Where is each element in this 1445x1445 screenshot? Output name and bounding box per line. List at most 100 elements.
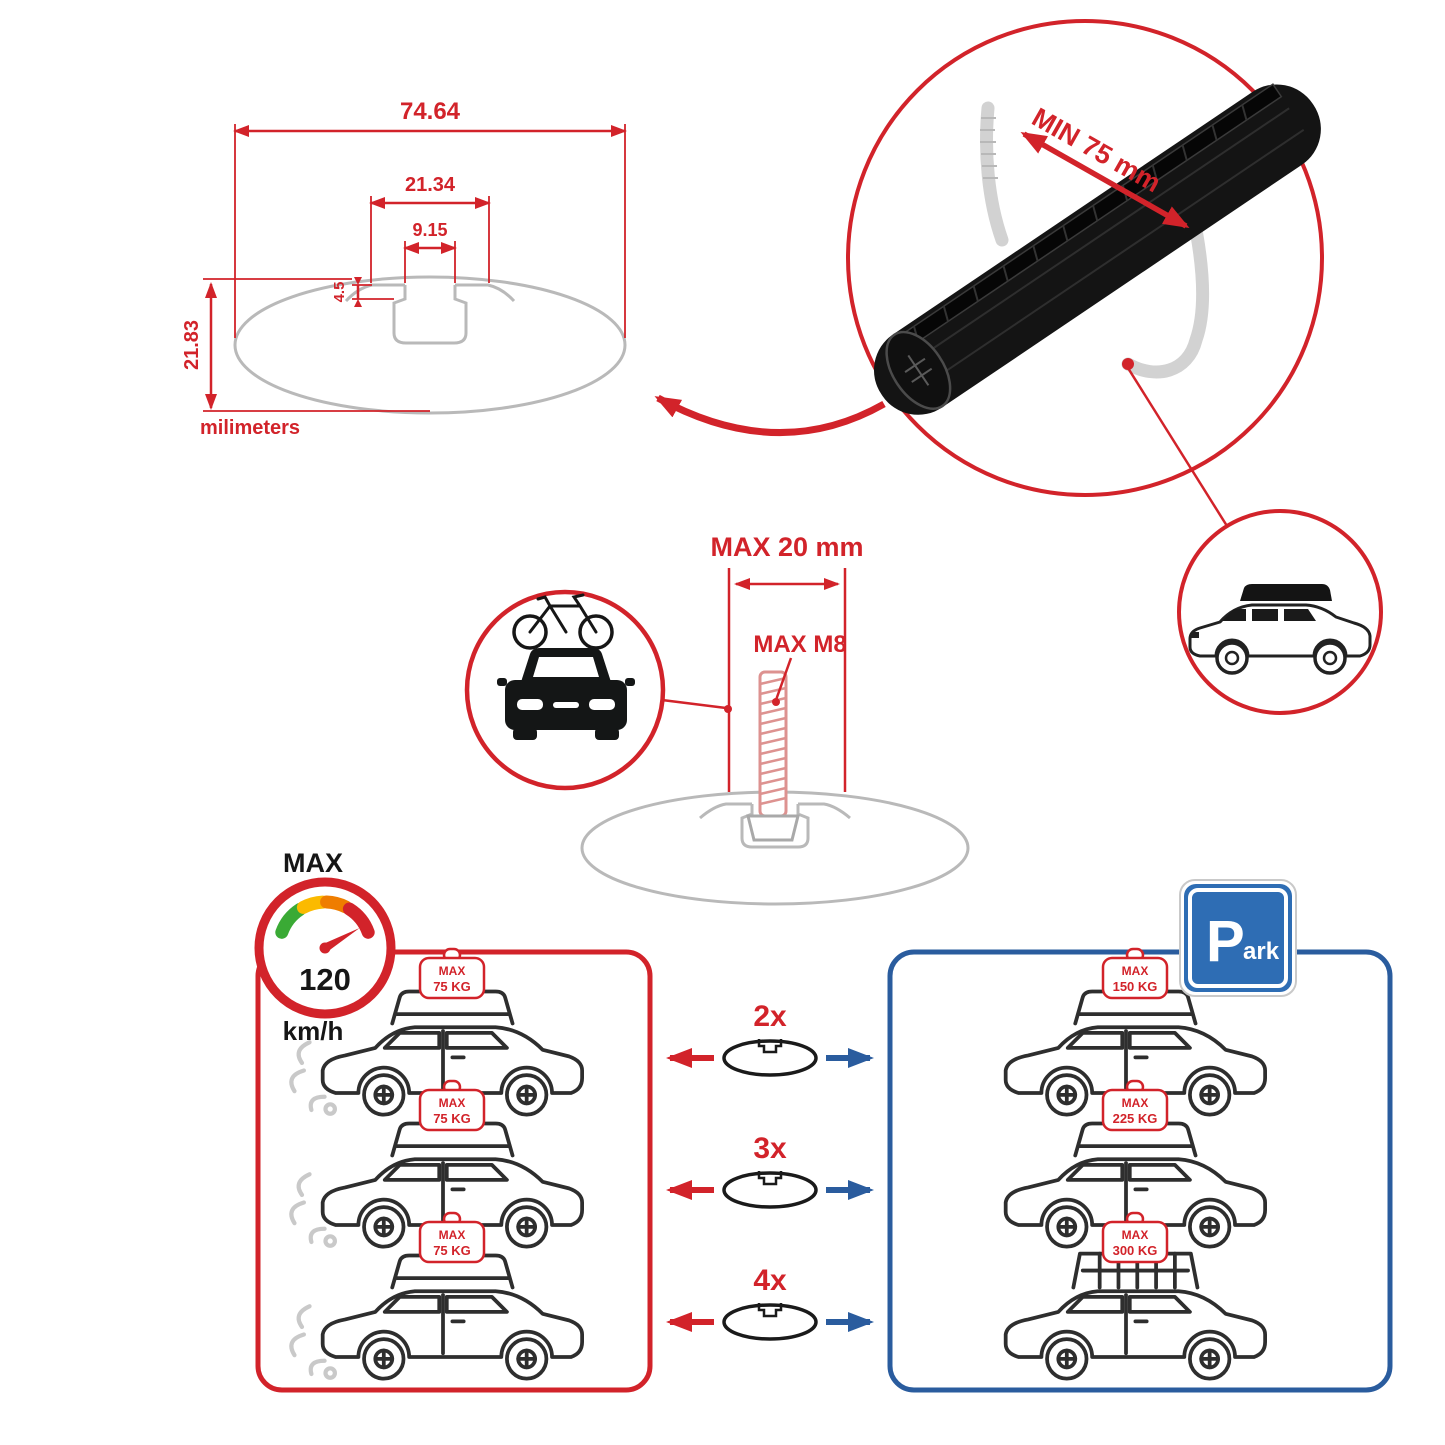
- dim-total-extensions: [234, 124, 626, 338]
- speed-limit-gauge: MAX 120 km/h: [254, 848, 396, 1046]
- speed-max-label: MAX: [283, 848, 343, 878]
- badge-box: [418, 956, 486, 1000]
- load-badge: MAX 225 KG: [1101, 1079, 1169, 1132]
- bike-wheel-left: [512, 614, 548, 650]
- load-badge: MAX 150 KG: [1101, 947, 1169, 1000]
- park-sign: P ark: [1179, 879, 1297, 997]
- dim-channel-extensions: [370, 196, 490, 283]
- channel-slot-small: [740, 804, 810, 849]
- hook-pointer-dot: [1122, 358, 1134, 370]
- multiplier-row-3x: 3x: [666, 1132, 874, 1209]
- load-badge: MAX 300 KG: [1101, 1211, 1169, 1264]
- badge-box: [1101, 956, 1169, 1000]
- crossbar-end-slot: [757, 1039, 783, 1054]
- multiplier-label: 2x: [753, 1000, 787, 1033]
- suv-windows: [1222, 609, 1316, 621]
- suv-front-hub: [1224, 650, 1240, 666]
- suv-rear-wheel: [1313, 641, 1347, 675]
- bolt-dimension-diagram: MAX 20 mm MAX M8: [580, 532, 970, 906]
- car-plate: [553, 702, 579, 708]
- bolt-pointer-line: [774, 657, 793, 701]
- load-badge: MAX 75 KG: [418, 1211, 486, 1264]
- crossbar-end-icon: [722, 1303, 818, 1341]
- driving-panel: MAX 75 KG MAX 75 KG MAX 75 KG: [291, 947, 584, 1381]
- speedometer-icon: [275, 895, 375, 939]
- car-windshield: [533, 657, 599, 677]
- crossbar-end-slot: [757, 1303, 783, 1318]
- car-headlight-left: [517, 699, 543, 710]
- crossbar-end-slot: [757, 1171, 783, 1186]
- park-sign-inner-border: [1188, 888, 1288, 988]
- crossbar-end-icon: [722, 1171, 818, 1209]
- dim-slot-depth-label: 4.5: [331, 282, 348, 303]
- roofbox-car-circle: [1177, 509, 1383, 715]
- crossbar-end-icon: [722, 1039, 818, 1077]
- suv-front-wheel: [1215, 641, 1249, 675]
- bolt-dim-verticals: [727, 568, 847, 792]
- badge-box: [1101, 1088, 1169, 1132]
- bike-frame: [528, 593, 598, 634]
- hook-bolt-right-icon: [1121, 203, 1210, 379]
- gauge-arc-orange: [320, 895, 353, 914]
- car-headlight-right: [589, 699, 615, 710]
- hook-left-thread-lines: [980, 117, 998, 179]
- badge-max-label: MAX: [1122, 964, 1149, 978]
- badge-load-label: 150 KG: [1113, 979, 1158, 994]
- dim-slot-width-label: 9.15: [412, 220, 447, 240]
- dim-channel-width-label: 21.34: [405, 174, 456, 196]
- suv-rear-hub: [1322, 650, 1338, 666]
- hook-bolt-left-icon: [980, 101, 1009, 247]
- badge-max-label: MAX: [439, 1096, 466, 1110]
- crossbar-detail-circle: MIN 75 mm: [654, 19, 1324, 535]
- units-label: milimeters: [200, 417, 300, 439]
- parking-panel: MAX 150 KG MAX 225 KG MAX 300 KG: [1003, 947, 1267, 1381]
- badge-load-label: 75 KG: [433, 979, 471, 994]
- car-wheel-right: [595, 728, 619, 740]
- badge-load-label: 75 KG: [433, 1243, 471, 1258]
- bike-pointer-dot: [724, 705, 732, 713]
- multiplier-row-2x: 2x: [666, 1000, 874, 1077]
- bike-car-circle: [464, 589, 732, 791]
- multiplier-label: 4x: [753, 1264, 787, 1297]
- speed-units-label: km/h: [283, 1016, 344, 1046]
- cross-section-diagram: 74.64 21.34 9.15 4.5 21.83 milimeters: [181, 98, 627, 439]
- gauge-arc-yellow: [296, 895, 330, 914]
- bolt-pointer-dot: [772, 698, 780, 706]
- park-sign-rest: ark: [1243, 938, 1280, 965]
- badge-box: [1101, 1220, 1169, 1264]
- car-mirror-right: [625, 678, 635, 686]
- badge-max-label: MAX: [1122, 1096, 1149, 1110]
- gauge-pivot: [319, 942, 331, 954]
- end-face-slot-lines: [904, 354, 933, 386]
- car-mirror-left: [497, 678, 507, 686]
- dim-height-extensions: [203, 278, 430, 412]
- gauge-arc-red: [342, 902, 375, 939]
- gauge-needle: [322, 928, 360, 952]
- suv-roofbox-icon: [1188, 584, 1372, 675]
- profile-pointer-arrow: [654, 394, 886, 436]
- min-75-arrow: [1020, 131, 1190, 229]
- park-sign-letter: P: [1206, 909, 1245, 974]
- badge-load-label: 75 KG: [433, 1111, 471, 1126]
- crossbar-cross-section: [233, 275, 627, 415]
- multiplier-column: 2x 3x 4x: [666, 1000, 874, 1341]
- multiplier-label: 3x: [753, 1132, 787, 1165]
- bolt-max-thread-label: MAX M8: [753, 631, 846, 658]
- bike-wheel-right: [578, 614, 614, 650]
- bolt-t-head: [746, 814, 800, 842]
- suv-roof-box: [1240, 584, 1332, 601]
- crossbar-groove-lines: [917, 107, 1305, 382]
- badge-load-label: 300 KG: [1113, 1243, 1158, 1258]
- bolt-max-width-label: MAX 20 mm: [710, 532, 863, 562]
- load-badge: MAX 75 KG: [418, 947, 486, 1000]
- multiplier-row-4x: 4x: [666, 1264, 874, 1341]
- speed-value: 120: [299, 962, 351, 997]
- badge-max-label: MAX: [439, 964, 466, 978]
- badge-box: [418, 1220, 486, 1264]
- dim-total-width-label: 74.64: [400, 98, 461, 125]
- channel-shoulders-small: [699, 802, 851, 820]
- badge-max-label: MAX: [439, 1228, 466, 1242]
- badge-max-label: MAX: [1122, 1228, 1149, 1242]
